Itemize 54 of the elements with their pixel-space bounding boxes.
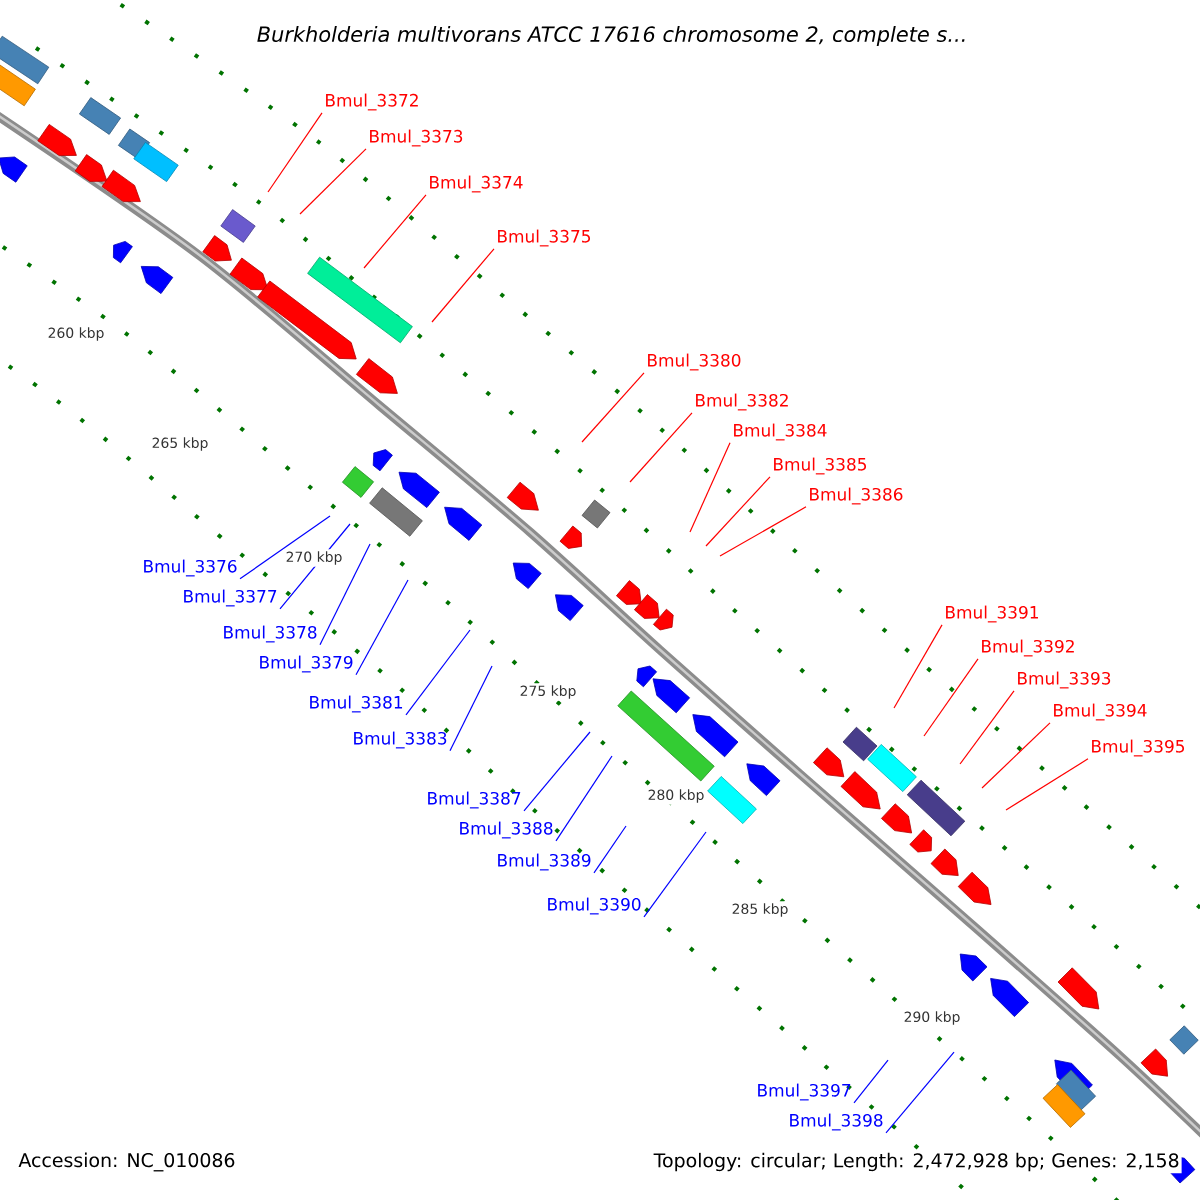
gene-label: Bmul_3388 [460, 821, 553, 839]
leader-line [239, 515, 331, 580]
leader-line [431, 248, 495, 323]
leader-line [705, 476, 771, 547]
gene-label: Bmul_3380 [648, 353, 741, 371]
leader-line [981, 722, 1051, 789]
footer-text: Topology: circular; Length: 2,472,928 bp; Genes: 2,158 [651, 1150, 1182, 1174]
gene-label: Bmul_3374 [430, 175, 523, 193]
leader-line [523, 731, 591, 812]
leader-line [363, 194, 427, 269]
gene-label: Bmul_3373 [370, 129, 463, 147]
gene-label: Bmul_3379 [260, 655, 353, 673]
leader-line [319, 543, 371, 646]
leader-line [267, 112, 323, 193]
gene-label: Bmul_3383 [354, 731, 447, 749]
leader-line [885, 1051, 955, 1134]
leader-line [893, 624, 943, 709]
leader-line [405, 629, 471, 716]
leader-line [555, 755, 613, 842]
leader-line [449, 665, 493, 752]
leader-line [629, 412, 693, 483]
gene-label: Bmul_3375 [498, 229, 591, 247]
gene-label: Bmul_3397 [758, 1083, 851, 1101]
gene-label: Bmul_3391 [946, 605, 1038, 623]
gene-label: Bmul_3377 [184, 589, 277, 607]
title: Burkholderia multivorans ATCC 17616 chromosome 2, complete s... [257, 25, 965, 47]
gene-label: Bmul_3384 [734, 423, 827, 441]
gene-label: Bmul_3387 [428, 791, 521, 809]
leader-line [719, 506, 807, 557]
leader-line [593, 825, 627, 874]
gene-label: Bmul_3382 [696, 393, 788, 411]
gene-label: Bmul_3376 [144, 559, 237, 577]
leader-line [643, 831, 707, 918]
gene-label: Bmul_3372 [326, 93, 418, 111]
gene-label: Bmul_3395 [1092, 739, 1185, 757]
leader-line [853, 1059, 889, 1104]
leader-line [923, 658, 979, 737]
gene-label: Bmul_3381 [310, 695, 403, 713]
gene-label: Bmul_3394 [1054, 703, 1147, 721]
gene-label: Bmul_3378 [224, 625, 317, 643]
gene-label: Bmul_3390 [548, 897, 641, 915]
leader-line [299, 148, 367, 215]
gene-label: Bmul_3385 [774, 457, 867, 475]
gene-label: Bmul_3393 [1018, 671, 1111, 689]
gene-label: Bmul_3386 [810, 487, 903, 505]
leader-line [581, 372, 645, 443]
footer-text: Accession: NC_010086 [18, 1152, 235, 1172]
leader-line [689, 442, 731, 533]
gene-label: Bmul_3392 [982, 639, 1074, 657]
gene-label: Bmul_3398 [790, 1113, 883, 1131]
leader-line [355, 579, 409, 676]
leader-line [959, 690, 1015, 765]
leader-line [1005, 758, 1089, 811]
gene-label: Bmul_3389 [498, 853, 591, 871]
